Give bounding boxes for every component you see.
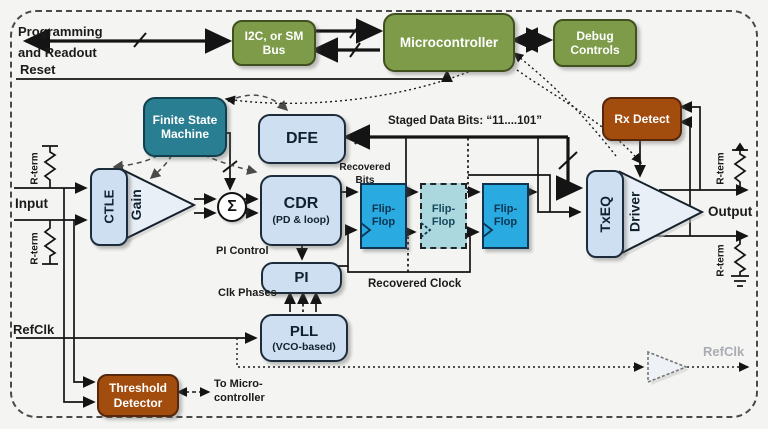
txeq-to-mcu bbox=[512, 52, 617, 157]
r-term-bottom-left bbox=[42, 220, 58, 265]
bypass-to-txeq bbox=[468, 174, 551, 212]
recovered-clock-rail bbox=[347, 226, 480, 273]
reset-label: Reset bbox=[20, 62, 56, 77]
input-label: Input bbox=[15, 196, 48, 211]
programming-label: Programming bbox=[18, 24, 103, 39]
block-dfe: DFE bbox=[258, 114, 346, 164]
r-term-label-bottom-left: R-term bbox=[29, 231, 41, 265]
mcu-status-wires bbox=[176, 52, 750, 397]
r-term-top-right bbox=[732, 149, 748, 190]
threshold-tap-b bbox=[73, 220, 96, 388]
threshold-tap-a bbox=[63, 188, 96, 408]
pi-to-ff1-clock bbox=[338, 224, 358, 267]
block-threshold-detector: Threshold Detector bbox=[97, 374, 179, 417]
ff3-tap-to-txeq bbox=[537, 137, 582, 218]
refclk-in-label: RefClk bbox=[13, 322, 55, 337]
clk-phases-label: Clk Phases bbox=[218, 287, 277, 299]
r-term-label-top-left: R-term bbox=[29, 151, 41, 185]
fsm-to-ctle bbox=[112, 154, 159, 172]
r-term-label-bottom-right: R-term bbox=[715, 243, 727, 277]
staged-bus-to-txeq bbox=[556, 137, 584, 201]
diagram-dashed-border bbox=[10, 10, 758, 418]
to-microcontroller-label: To Micro- controller bbox=[214, 378, 265, 404]
block-txeq: TxEQ bbox=[586, 170, 624, 258]
reset-wire bbox=[16, 69, 453, 83]
r-term-top-left bbox=[42, 145, 58, 188]
rx-detect-tap-b bbox=[679, 116, 693, 236]
driver-label: Driver bbox=[626, 191, 643, 233]
block-flip-flop-2: Flip- Flop bbox=[420, 183, 467, 249]
refclk-buffer-triangle bbox=[647, 350, 689, 384]
refclk-out-label: RefClk bbox=[703, 344, 745, 359]
pi-control-label: PI Control bbox=[216, 245, 269, 257]
block-i2c-bus: I2C, or SM Bus bbox=[232, 20, 316, 66]
block-ctle: CTLE bbox=[90, 168, 128, 246]
mcu-to-fsm bbox=[224, 69, 474, 106]
block-flip-flop-3: Flip- Flop bbox=[482, 183, 529, 249]
block-microcontroller: Microcontroller bbox=[383, 13, 515, 72]
staged-bits-label: Staged Data Bits: “11....101” bbox=[388, 115, 543, 127]
r-term-bottom-right bbox=[731, 236, 749, 287]
r-term-label-top-right: R-term bbox=[715, 151, 727, 185]
gain-label: Gain bbox=[128, 189, 145, 221]
recovered-clock-label: Recovered Clock bbox=[368, 278, 462, 290]
block-debug-controls: Debug Controls bbox=[553, 19, 637, 67]
recovered-bits-label: Recovered Bits bbox=[339, 162, 391, 186]
bus-width-slashes bbox=[133, 23, 578, 173]
block-flip-flop-1: Flip- Flop bbox=[360, 183, 407, 249]
programming-label-2: and Readout bbox=[18, 45, 97, 60]
block-rx-detect: Rx Detect bbox=[602, 97, 682, 141]
block-pll: PLL (VCO-based) bbox=[260, 314, 348, 362]
output-label: Output bbox=[708, 204, 753, 219]
config-bus-wires bbox=[22, 18, 584, 201]
clock-to-ff2 bbox=[403, 226, 417, 272]
block-finite-state-machine: Finite State Machine bbox=[143, 97, 227, 157]
block-summer: Σ bbox=[217, 192, 247, 222]
block-pi: PI bbox=[261, 262, 342, 294]
fsm-to-gain bbox=[149, 154, 173, 179]
rx-detect-tap-a bbox=[679, 101, 701, 190]
supply-symbol bbox=[734, 142, 746, 151]
block-cdr: CDR (PD & loop) bbox=[260, 175, 342, 246]
fsm-to-dfe bbox=[219, 94, 289, 112]
